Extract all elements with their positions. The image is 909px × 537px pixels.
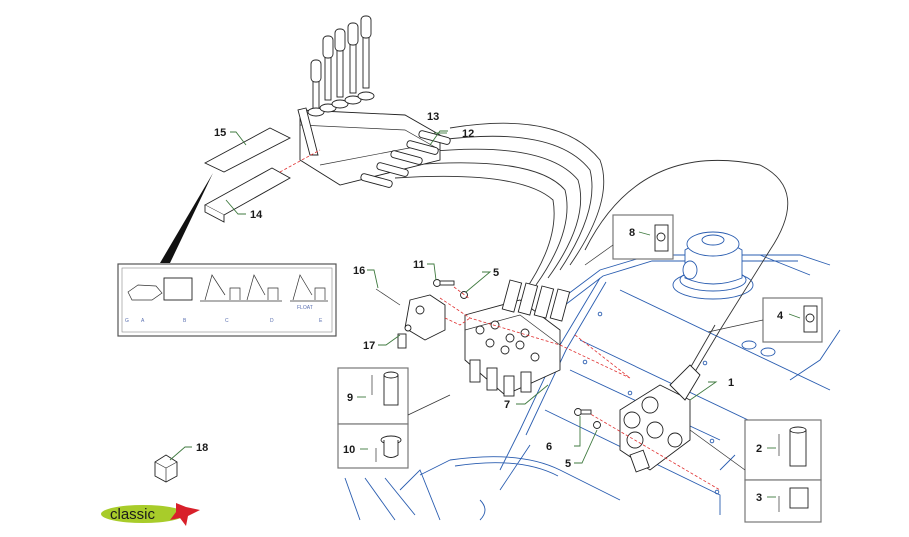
decal-box-8: [612, 214, 674, 260]
callout-6: 6: [546, 441, 552, 453]
decal-letter-e: E: [319, 318, 323, 324]
rod-16: [375, 288, 401, 306]
item-18-box: [154, 454, 178, 483]
detail-box-3: [744, 479, 822, 523]
control-decal: G A B C D E FLOAT: [117, 263, 337, 337]
callout-4: 4: [777, 310, 784, 322]
callout-5-top: 5: [493, 267, 499, 279]
hydraulic-hoses: [394, 122, 789, 381]
hose-fittings: [360, 130, 451, 188]
callout-12: 12: [462, 128, 474, 140]
decal-pointer: [160, 173, 213, 263]
detail-box-9: [337, 367, 409, 425]
control-valve-1: [619, 364, 701, 473]
callout-16: 16: [353, 265, 365, 277]
logo-text: classic: [110, 506, 156, 523]
decal-letter-d: D: [270, 318, 274, 324]
cover-plate-14: [204, 167, 291, 223]
callout-13: 13: [427, 111, 439, 123]
valve-block-17: [397, 294, 446, 349]
callout-14: 14: [250, 209, 263, 221]
callout-11: 11: [413, 259, 425, 271]
callout-18: 18: [196, 442, 208, 454]
bolt-6: [574, 408, 592, 416]
callout-1: 1: [728, 377, 734, 389]
washer-5-bottom: [593, 421, 601, 429]
decal-side-label: G: [125, 318, 129, 324]
decal-letter-b: B: [183, 318, 187, 324]
decal-box-4: [762, 297, 823, 343]
leader-lines: [169, 130, 801, 498]
callout-2: 2: [756, 443, 762, 455]
callout-3: 3: [756, 492, 762, 504]
control-valve-7: [464, 279, 571, 397]
callout-7: 7: [504, 399, 510, 411]
callout-9: 9: [347, 392, 353, 404]
detail-box-2: [744, 419, 822, 481]
decal-float-label: FLOAT: [297, 305, 313, 311]
decal-plate-15: [204, 127, 291, 173]
callout-15: 15: [214, 127, 226, 139]
detail-box-10: [337, 423, 409, 469]
lever-valve-assembly: [297, 15, 451, 188]
tank-filler-cap: [672, 231, 776, 357]
callout-10: 10: [343, 444, 355, 456]
washer-5-top: [460, 291, 468, 299]
callout-labels: 1 2 3 4 5 5 6 7 8 9 10 11 12 13 14 15 16…: [196, 111, 784, 504]
decal-letter-a: A: [141, 318, 145, 324]
bolt-11: [433, 279, 455, 287]
decal-letter-c: C: [225, 318, 229, 324]
callout-8: 8: [629, 227, 635, 239]
callout-17: 17: [363, 340, 375, 352]
control-levers: [297, 15, 375, 156]
classic-logo: classic: [101, 503, 200, 526]
callout-5-bottom: 5: [565, 458, 571, 470]
